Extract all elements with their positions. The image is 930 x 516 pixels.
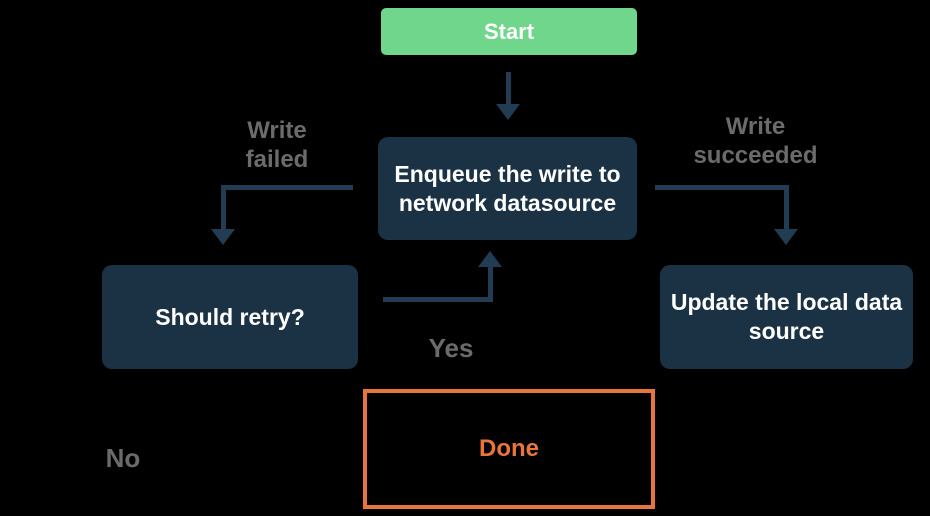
edge-label-no: No xyxy=(105,443,141,473)
edge-label-yes: Yes xyxy=(428,333,474,363)
edge-label-write-failed: Write failed xyxy=(245,117,309,173)
arrowhead-up-icon xyxy=(478,251,502,267)
arrowhead-down-icon xyxy=(496,104,520,120)
node-start: Start xyxy=(381,8,637,55)
line-segment xyxy=(784,185,789,230)
edge-label-write-succeeded: Write succeeded xyxy=(693,113,818,169)
node-done: Done xyxy=(363,389,655,509)
line-segment xyxy=(383,297,493,302)
line-segment xyxy=(655,185,789,190)
arrowhead-down-icon xyxy=(774,229,798,245)
line-segment xyxy=(221,185,353,190)
node-update-local-source: Update the local data source xyxy=(660,265,913,369)
line-segment xyxy=(488,267,493,302)
node-should-retry: Should retry? xyxy=(102,265,358,369)
line-segment xyxy=(221,185,226,230)
arrowhead-down-icon xyxy=(211,229,235,245)
line-segment xyxy=(506,72,511,106)
node-enqueue-write: Enqueue the write to network datasource xyxy=(378,137,637,240)
